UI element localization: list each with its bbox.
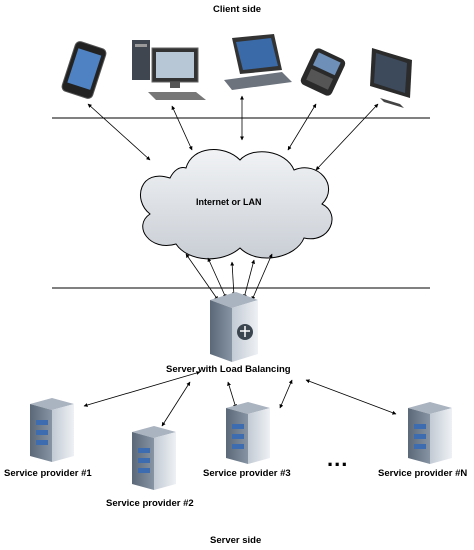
cloud-label: Internet or LAN xyxy=(196,197,262,207)
internet-cloud-shape xyxy=(140,149,333,260)
desktop-pc-icon xyxy=(132,40,206,100)
ellipsis-label: ... xyxy=(327,446,349,471)
client-side-label: Client side xyxy=(213,4,262,15)
provider-2-label: Service provider #2 xyxy=(106,498,194,509)
provider-1-server-icon xyxy=(30,398,74,462)
load-balancer-server-icon xyxy=(210,292,258,362)
provider-3-server-icon xyxy=(226,402,270,464)
provider-1-label: Service provider #1 xyxy=(4,468,92,479)
provider-connectors xyxy=(83,371,397,427)
server-lb-label: Server with Load Balancing xyxy=(166,364,291,375)
client-connectors xyxy=(87,95,379,171)
provider-3-label: Service provider #3 xyxy=(203,468,291,479)
cloud-to-server-connectors xyxy=(185,253,273,301)
provider-n-server-icon xyxy=(408,402,452,464)
server-side-label: Server side xyxy=(210,535,262,546)
monitor-icon xyxy=(370,48,412,108)
smartphone-icon xyxy=(61,41,107,99)
mobile-phone-icon xyxy=(300,48,346,96)
provider-2-server-icon xyxy=(132,426,176,490)
provider-n-label: Service provider #N xyxy=(378,468,468,479)
laptop-icon xyxy=(224,34,292,90)
